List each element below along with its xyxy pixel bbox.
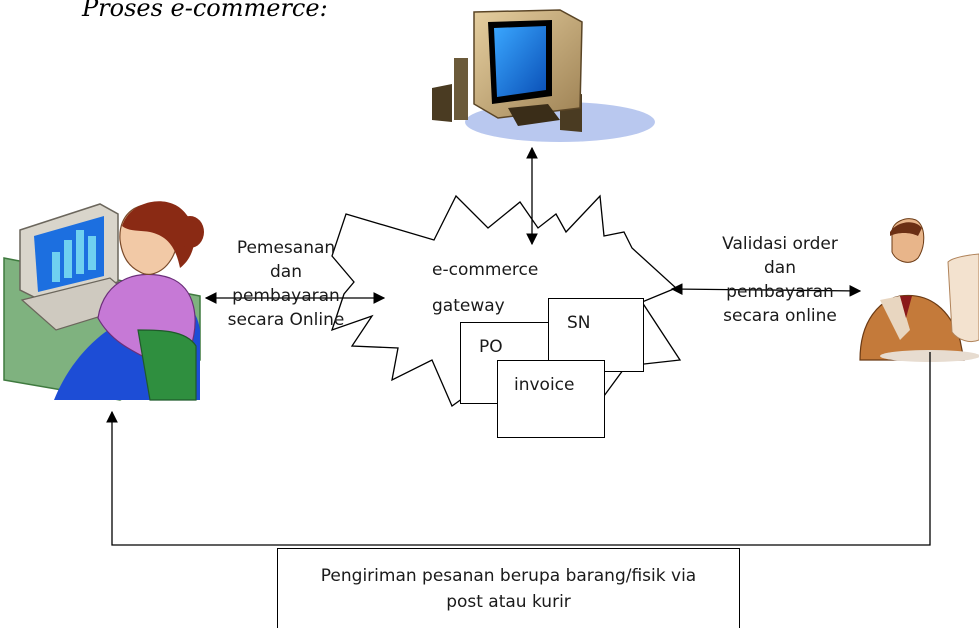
right-flow-label: Validasi order dan pembayaran secara onl… (722, 234, 838, 326)
gateway-merchant-arrow (670, 283, 862, 297)
delivery-connector-arrow (106, 352, 931, 546)
shipping-label-box: Pengiriman pesanan berupa barang/fisik v… (277, 548, 740, 628)
server-computer-icon (432, 9, 655, 142)
invoice-document: invoice (497, 360, 605, 438)
merchant-icon (859, 218, 979, 362)
page-heading: Proses e-commerce: (82, 0, 328, 22)
left-flow-label: Pemesanan dan pembayaran secara Online (227, 238, 345, 330)
customer-at-computer-icon (3, 201, 204, 401)
sn-document: SN (548, 298, 644, 372)
gateway-label: e-commerce gateway (432, 260, 539, 316)
